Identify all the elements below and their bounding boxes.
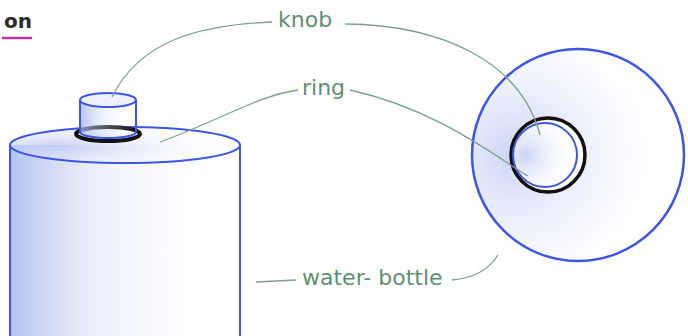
title-fragment: on — [4, 10, 32, 32]
knob-side — [80, 93, 136, 138]
water-bottle-side — [10, 127, 240, 336]
part-name: water- bottle — [302, 266, 443, 290]
leader-line — [112, 22, 540, 282]
part-name: ring — [302, 76, 345, 100]
title-underline — [2, 37, 32, 40]
part-name: knob — [278, 8, 332, 32]
water-bottle-top — [472, 49, 684, 261]
